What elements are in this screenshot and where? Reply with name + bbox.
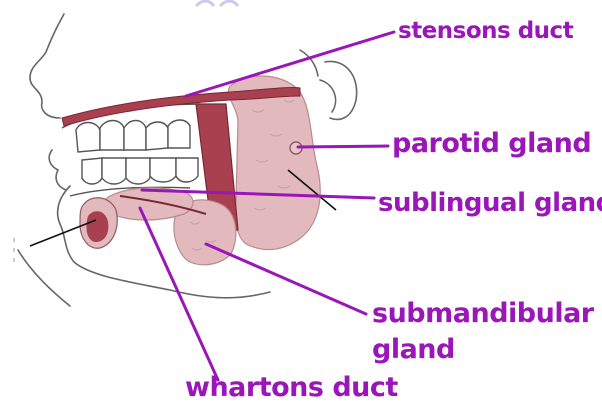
label-parotid-gland: parotid gland	[392, 130, 591, 157]
leader-submandibular	[206, 244, 366, 314]
mandible-lobe-dark	[86, 211, 108, 242]
upper-teeth	[76, 120, 190, 152]
label-submandibular-line2: gland	[372, 336, 455, 363]
label-stensons-duct: stensons duct	[398, 20, 573, 43]
leader-parotid	[298, 146, 388, 147]
lower-teeth	[82, 158, 198, 184]
label-whartons-duct: whartons duct	[185, 374, 398, 401]
partial-top-marks	[196, 1, 238, 6]
label-sublingual-gland: sublingual gland	[378, 190, 602, 216]
parotid-gland-shape	[228, 76, 320, 250]
label-submandibular-line1: submandibular	[372, 300, 594, 327]
